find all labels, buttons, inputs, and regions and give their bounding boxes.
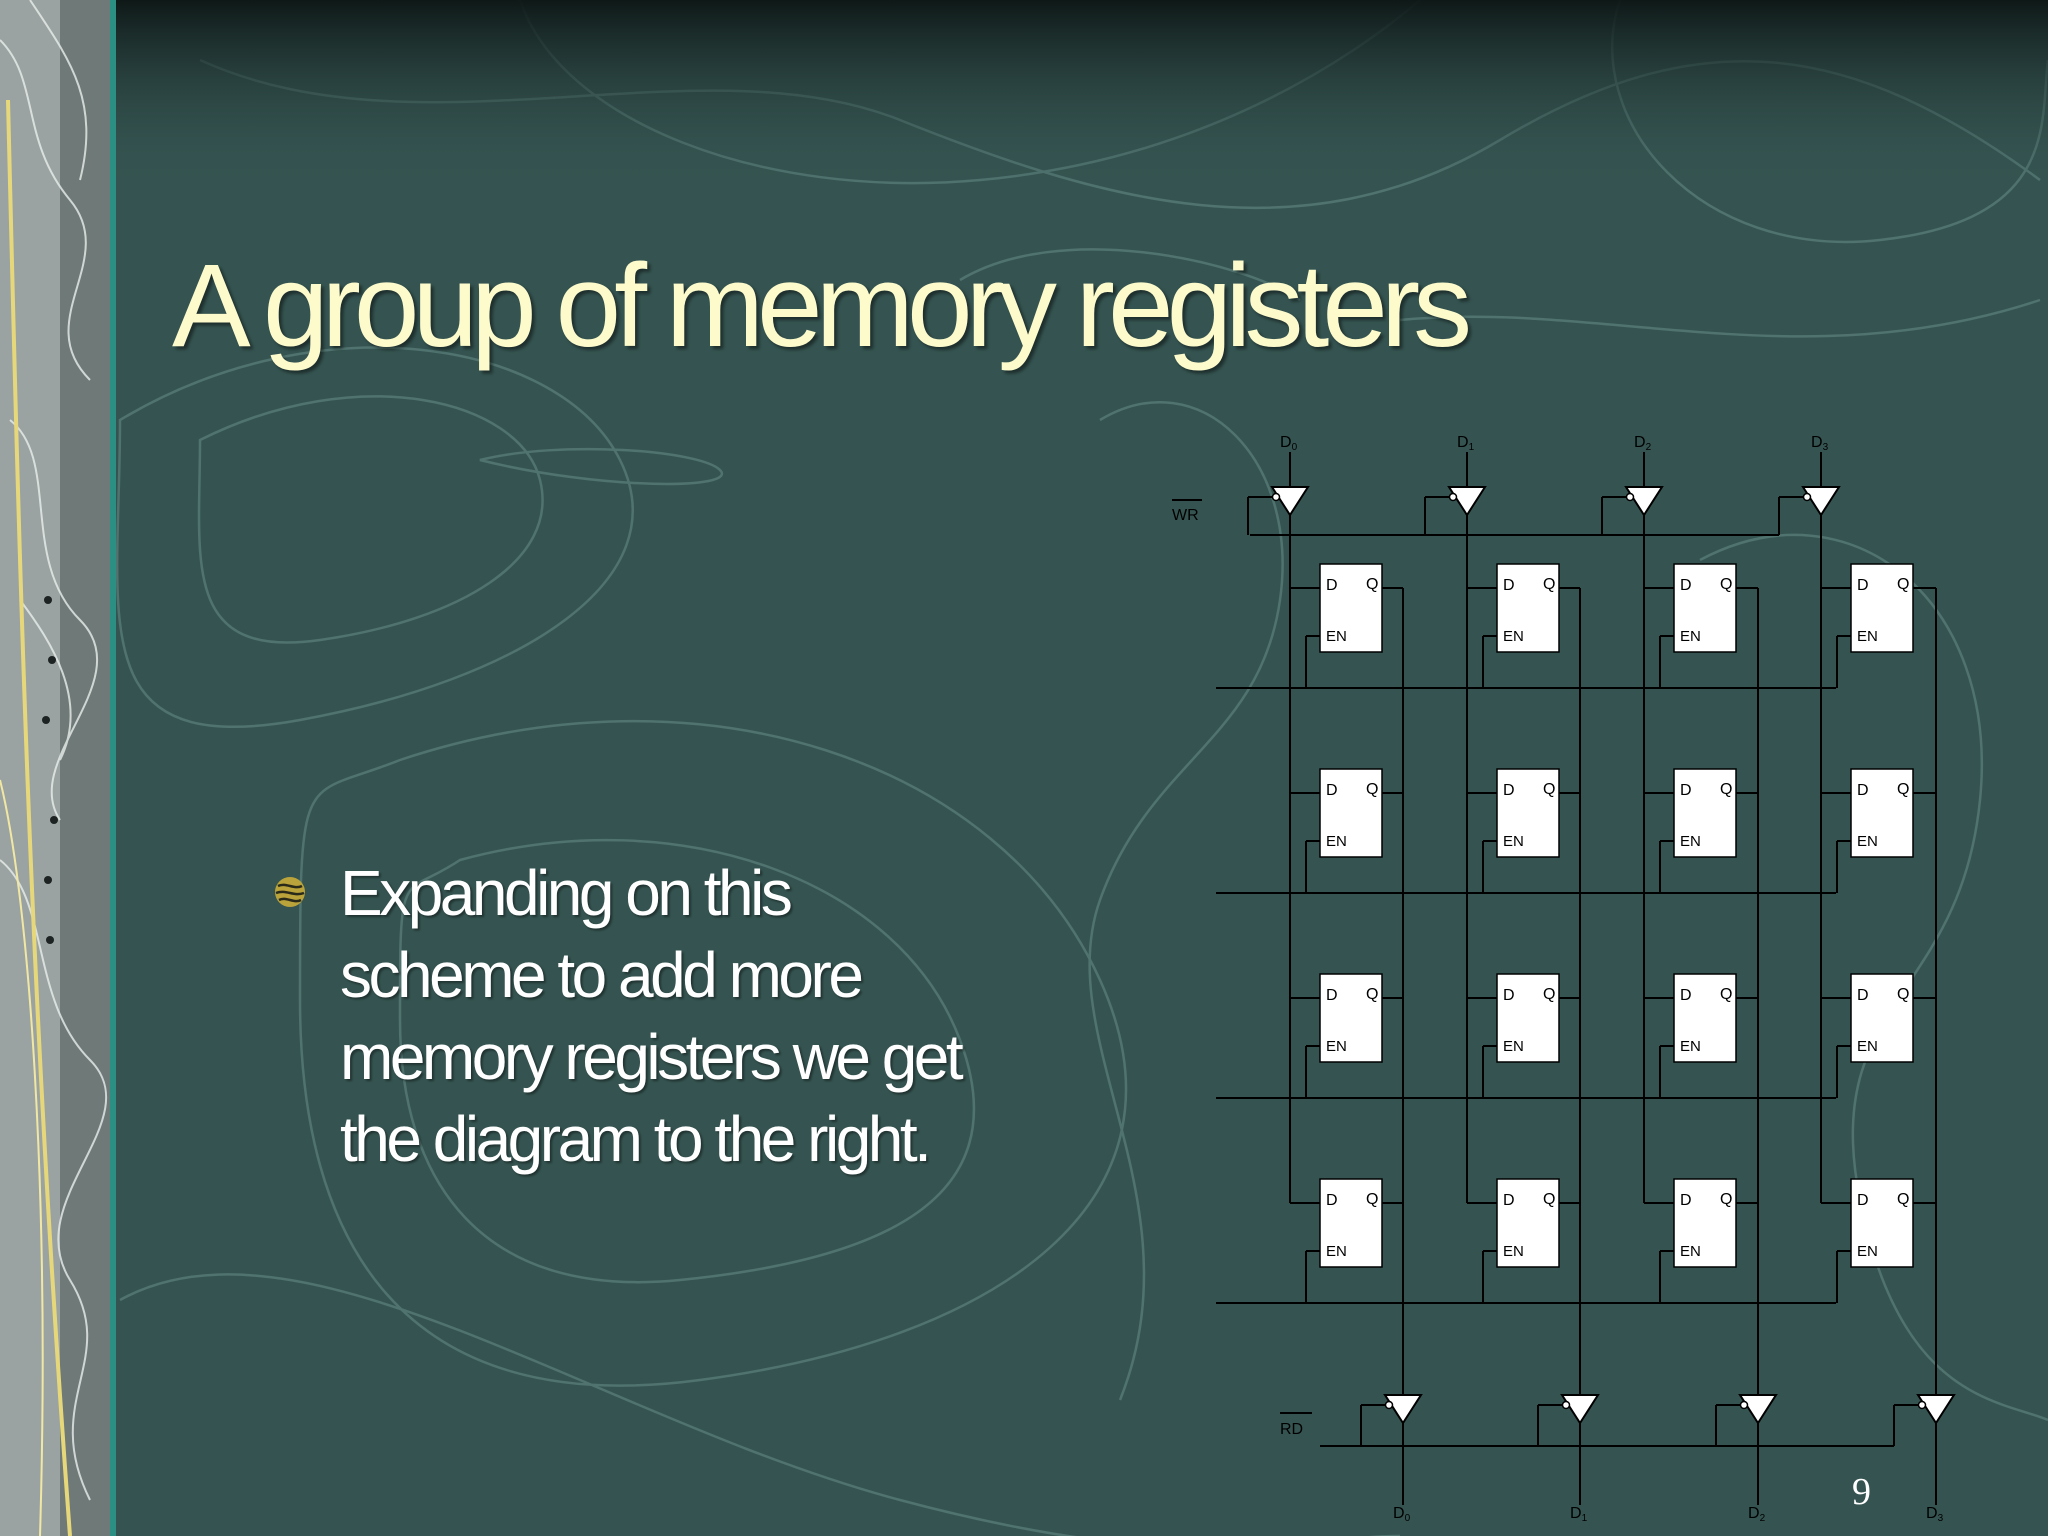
latch-en-r1-c2: EN	[1680, 833, 1701, 850]
latch-en-r3-c3: EN	[1857, 1243, 1878, 1260]
latch-r1-c3	[1850, 768, 1914, 858]
bullet-text: Expanding on this scheme to add more mem…	[340, 857, 964, 1175]
latch-q-r1-c2: Q	[1720, 781, 1732, 798]
read-buffer-0	[1383, 1394, 1423, 1425]
latch-q-r1-c0: Q	[1366, 781, 1378, 798]
read-buffer-1	[1560, 1394, 1600, 1425]
write-buffer-3	[1801, 486, 1841, 517]
latch-r2-c1	[1496, 973, 1560, 1063]
write-buffer-0-bubble	[1271, 492, 1281, 502]
latch-en-r3-c1: EN	[1503, 1243, 1524, 1260]
latch-en-r1-c3: EN	[1857, 833, 1878, 850]
wr-label: WR	[1172, 507, 1199, 524]
latch-en-r2-c2: EN	[1680, 1038, 1701, 1055]
latch-en-r2-c0: EN	[1326, 1038, 1347, 1055]
latch-r0-c1	[1496, 563, 1560, 653]
latch-r3-c0	[1319, 1178, 1383, 1268]
read-buffer-3	[1916, 1394, 1956, 1425]
input-label-2: D2	[1634, 434, 1652, 453]
latch-d-r2-c3: D	[1857, 987, 1869, 1004]
latch-d-r3-c2: D	[1680, 1192, 1692, 1209]
latch-r1-c1	[1496, 768, 1560, 858]
latch-d-r1-c0: D	[1326, 782, 1338, 799]
write-buffer-2-bubble	[1625, 492, 1635, 502]
latch-q-r0-c2: Q	[1720, 576, 1732, 593]
latch-q-r1-c1: Q	[1543, 781, 1555, 798]
write-buffer-0	[1270, 486, 1310, 517]
latch-en-r3-c0: EN	[1326, 1243, 1347, 1260]
input-label-1: D1	[1457, 434, 1475, 453]
latch-r3-c2	[1673, 1178, 1737, 1268]
latch-r1-c0	[1319, 768, 1383, 858]
latch-d-r3-c0: D	[1326, 1192, 1338, 1209]
circuit-wires	[1172, 452, 1937, 1505]
latch-r0-c0	[1319, 563, 1383, 653]
latch-d-r0-c0: D	[1326, 577, 1338, 594]
latch-en-r1-c1: EN	[1503, 833, 1524, 850]
latch-q-r3-c3: Q	[1897, 1191, 1909, 1208]
output-label-0: D0	[1393, 1505, 1411, 1524]
latch-d-r3-c1: D	[1503, 1192, 1515, 1209]
latch-q-r2-c2: Q	[1720, 986, 1732, 1003]
read-buffer-0-bubble	[1384, 1400, 1394, 1410]
latch-q-r0-c0: Q	[1366, 576, 1378, 593]
input-label-0: D0	[1280, 434, 1298, 453]
rd-label: RD	[1280, 1421, 1303, 1438]
latch-d-r2-c2: D	[1680, 987, 1692, 1004]
latch-d-r1-c1: D	[1503, 782, 1515, 799]
latch-r3-c1	[1496, 1178, 1560, 1268]
latch-r1-c2	[1673, 768, 1737, 858]
latch-d-r0-c2: D	[1680, 577, 1692, 594]
topographic-map-strip	[0, 0, 116, 1536]
read-buffer-2-bubble	[1739, 1400, 1749, 1410]
read-buffer-1-bubble	[1561, 1400, 1571, 1410]
write-buffer-3-bubble	[1802, 492, 1812, 502]
latch-en-r0-c2: EN	[1680, 628, 1701, 645]
output-label-2: D2	[1748, 1505, 1766, 1524]
latch-r2-c3	[1850, 973, 1914, 1063]
latch-en-r1-c0: EN	[1326, 833, 1347, 850]
write-buffer-2	[1624, 486, 1664, 517]
latch-en-r2-c3: EN	[1857, 1038, 1878, 1055]
latch-q-r3-c1: Q	[1543, 1191, 1555, 1208]
latch-q-r2-c3: Q	[1897, 986, 1909, 1003]
latch-d-r3-c3: D	[1857, 1192, 1869, 1209]
write-buffer-1	[1447, 486, 1487, 517]
latch-q-r1-c3: Q	[1897, 781, 1909, 798]
latch-en-r3-c2: EN	[1680, 1243, 1701, 1260]
read-buffer-2	[1738, 1394, 1778, 1425]
latch-en-r0-c1: EN	[1503, 628, 1524, 645]
latch-d-r0-c3: D	[1857, 577, 1869, 594]
latch-q-r2-c1: Q	[1543, 986, 1555, 1003]
latch-en-r0-c3: EN	[1857, 628, 1878, 645]
latch-r0-c2	[1673, 563, 1737, 653]
output-label-1: D1	[1570, 1505, 1588, 1524]
input-label-3: D3	[1811, 434, 1829, 453]
latch-d-r2-c0: D	[1326, 987, 1338, 1004]
latch-r2-c2	[1673, 973, 1737, 1063]
latch-r3-c3	[1850, 1178, 1914, 1268]
latch-d-r1-c3: D	[1857, 782, 1869, 799]
slide-title: A group of memory registers	[172, 240, 1472, 372]
latch-q-r3-c0: Q	[1366, 1191, 1378, 1208]
latch-r0-c3	[1850, 563, 1914, 653]
latch-q-r0-c3: Q	[1897, 576, 1909, 593]
latch-r2-c0	[1319, 973, 1383, 1063]
latch-q-r3-c2: Q	[1720, 1191, 1732, 1208]
latch-q-r0-c1: Q	[1543, 576, 1555, 593]
read-buffer-3-bubble	[1917, 1400, 1927, 1410]
latch-q-r2-c0: Q	[1366, 986, 1378, 1003]
latch-d-r2-c1: D	[1503, 987, 1515, 1004]
latch-d-r0-c1: D	[1503, 577, 1515, 594]
latch-d-r1-c2: D	[1680, 782, 1692, 799]
latch-en-r2-c1: EN	[1503, 1038, 1524, 1055]
striped-ball-bullet-icon	[275, 877, 305, 907]
write-buffer-1-bubble	[1448, 492, 1458, 502]
latch-en-r0-c0: EN	[1326, 628, 1347, 645]
page-number: 9	[1852, 1471, 1871, 1513]
